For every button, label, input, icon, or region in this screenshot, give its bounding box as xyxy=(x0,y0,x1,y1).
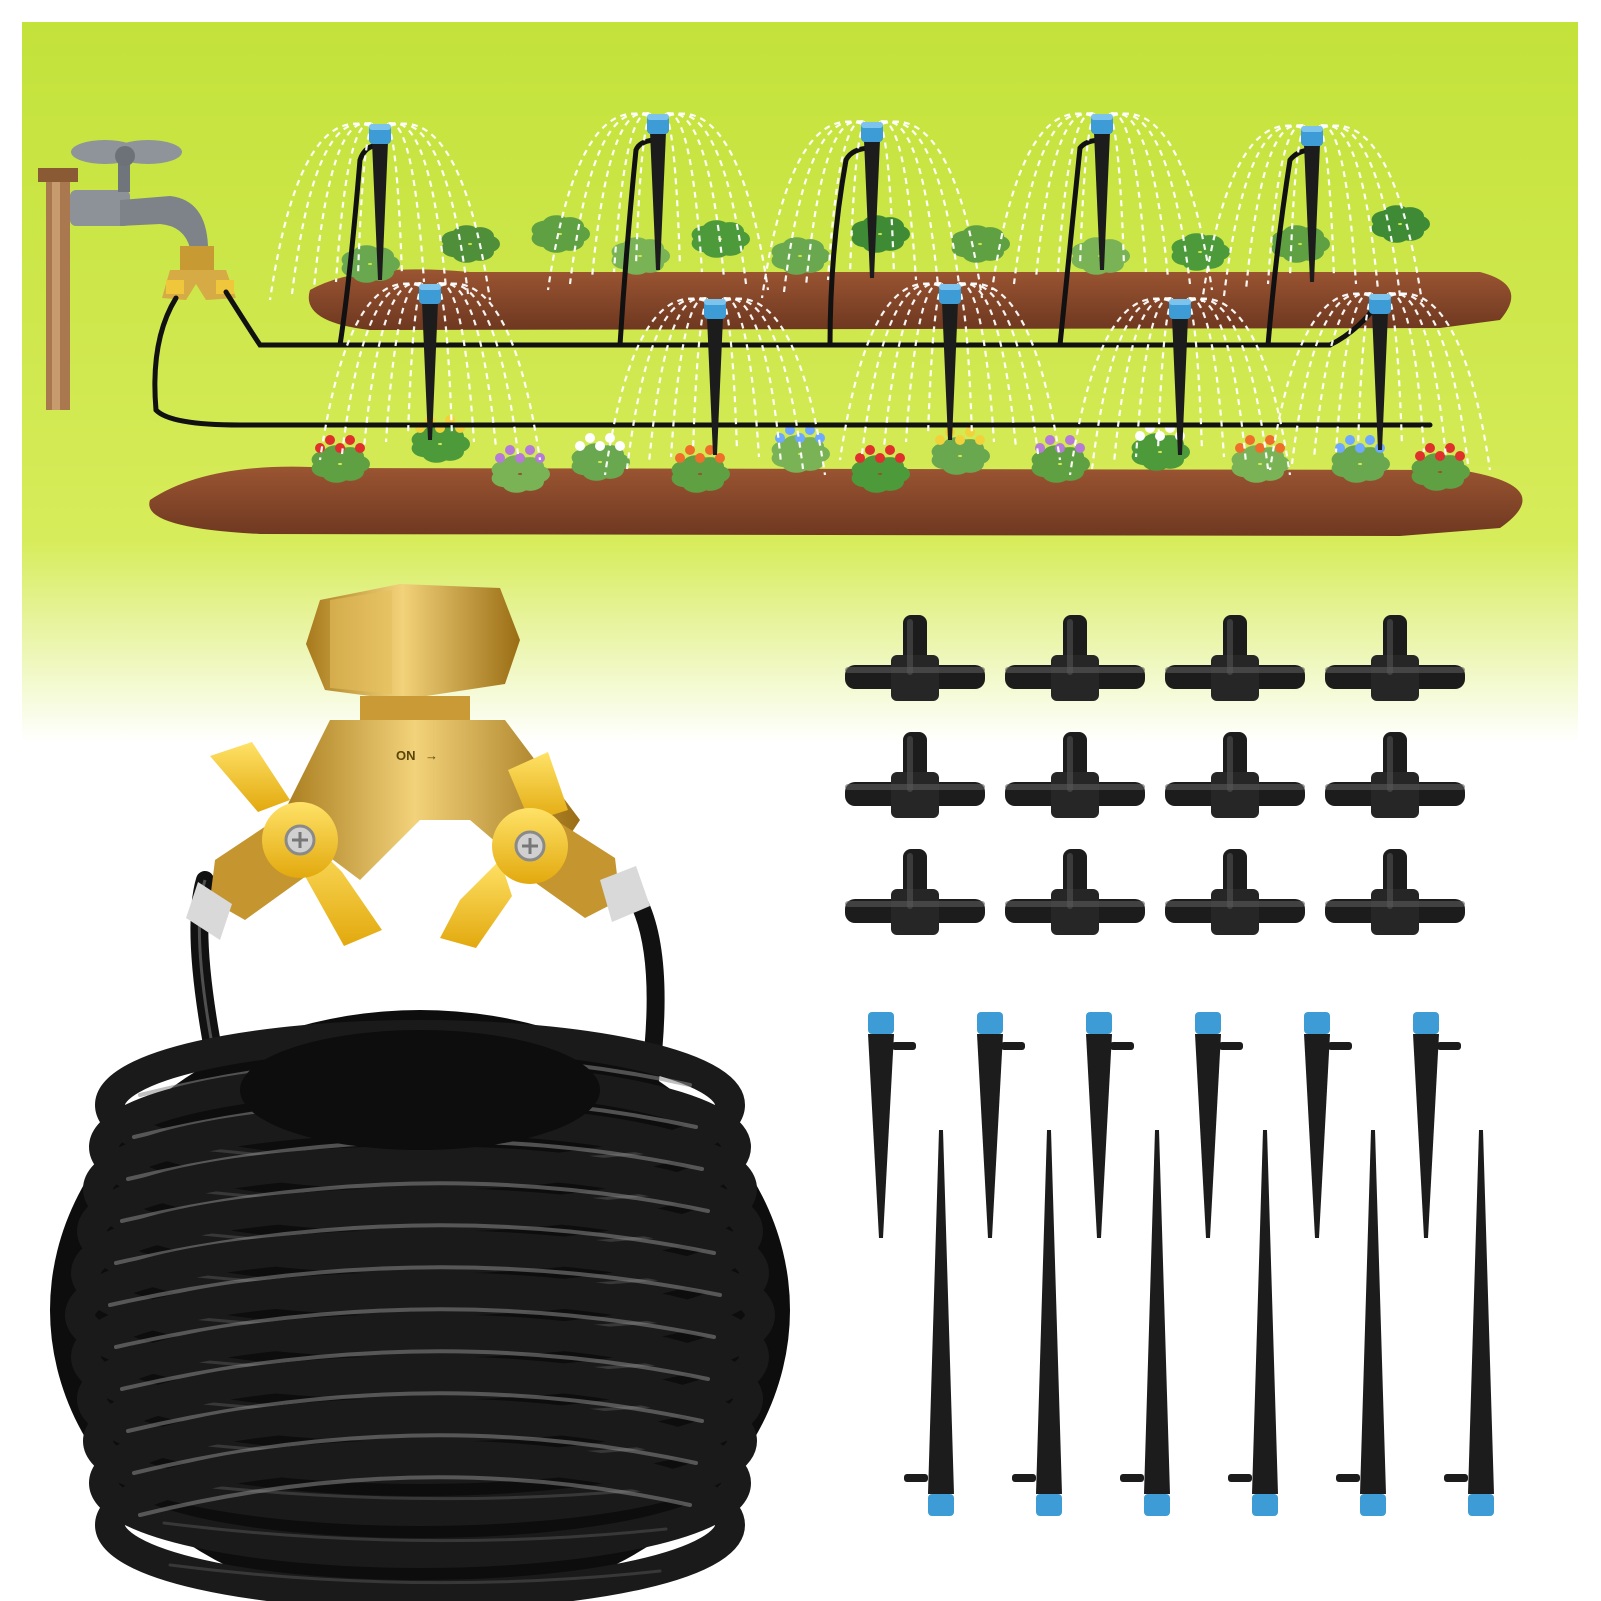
sprinkler-emitter xyxy=(1301,126,1323,282)
water-sprays xyxy=(268,111,1492,476)
soil-bed-back xyxy=(308,269,1512,330)
tee-connector xyxy=(1005,732,1145,818)
tee-connector xyxy=(1325,732,1465,818)
tee-connector xyxy=(1165,732,1305,818)
plant xyxy=(571,433,630,481)
sprinkler-emitter xyxy=(419,284,441,440)
stake-emitter xyxy=(1336,1130,1386,1516)
sprinkler-emitter xyxy=(1091,114,1113,270)
plant xyxy=(1031,435,1090,483)
sprinkler-emitter xyxy=(861,122,883,278)
stake-emitter xyxy=(1228,1130,1278,1516)
illustration-sprinklers xyxy=(369,114,1391,455)
tee-connector xyxy=(1325,615,1465,701)
soil-bed-front xyxy=(149,466,1523,536)
stake-emitter xyxy=(1444,1130,1494,1516)
stake-emitter xyxy=(977,1012,1025,1238)
tee-connector xyxy=(1005,849,1145,935)
stake-emitters xyxy=(868,1012,1494,1516)
tee-connector xyxy=(1165,849,1305,935)
valve-arrow-label: → xyxy=(425,748,438,763)
sprinkler-emitter xyxy=(1369,294,1391,450)
stake-emitter xyxy=(904,1130,954,1516)
tee-connector xyxy=(845,732,985,818)
plant xyxy=(771,237,830,275)
tee-connector xyxy=(1325,849,1465,935)
sprinkler-emitter xyxy=(369,124,391,280)
plant xyxy=(671,445,730,493)
sprinkler-emitter xyxy=(939,284,961,440)
stake-emitter xyxy=(1304,1012,1352,1238)
sprinkler-emitter xyxy=(647,114,669,270)
left-valve-handle xyxy=(210,742,382,946)
plant xyxy=(851,445,910,493)
plant xyxy=(441,225,500,263)
plant xyxy=(411,415,470,463)
stake-emitter xyxy=(1086,1012,1134,1238)
plant xyxy=(1231,435,1290,483)
sprinkler-emitter xyxy=(704,299,726,455)
stake-emitter xyxy=(1012,1130,1062,1516)
plant xyxy=(1411,443,1470,491)
stake-emitter xyxy=(1120,1130,1170,1516)
plant xyxy=(1331,435,1390,483)
plant xyxy=(931,427,990,475)
tee-connector xyxy=(845,615,985,701)
valve-on-label: ON xyxy=(396,748,416,763)
tubing-coil xyxy=(50,871,790,1601)
tee-connector xyxy=(1005,615,1145,701)
plant xyxy=(531,215,590,253)
stake-emitter xyxy=(1195,1012,1243,1238)
faucet-icon xyxy=(38,140,236,410)
stake-emitter xyxy=(868,1012,916,1238)
tee-connector xyxy=(1165,615,1305,701)
sprinkler-emitter xyxy=(1169,299,1191,455)
tee-connector xyxy=(845,849,985,935)
tee-connectors xyxy=(845,615,1465,935)
stake-emitter xyxy=(1413,1012,1461,1238)
plant xyxy=(311,435,370,483)
brass-y-valve: ON → xyxy=(186,584,650,948)
right-valve-handle xyxy=(440,752,568,948)
